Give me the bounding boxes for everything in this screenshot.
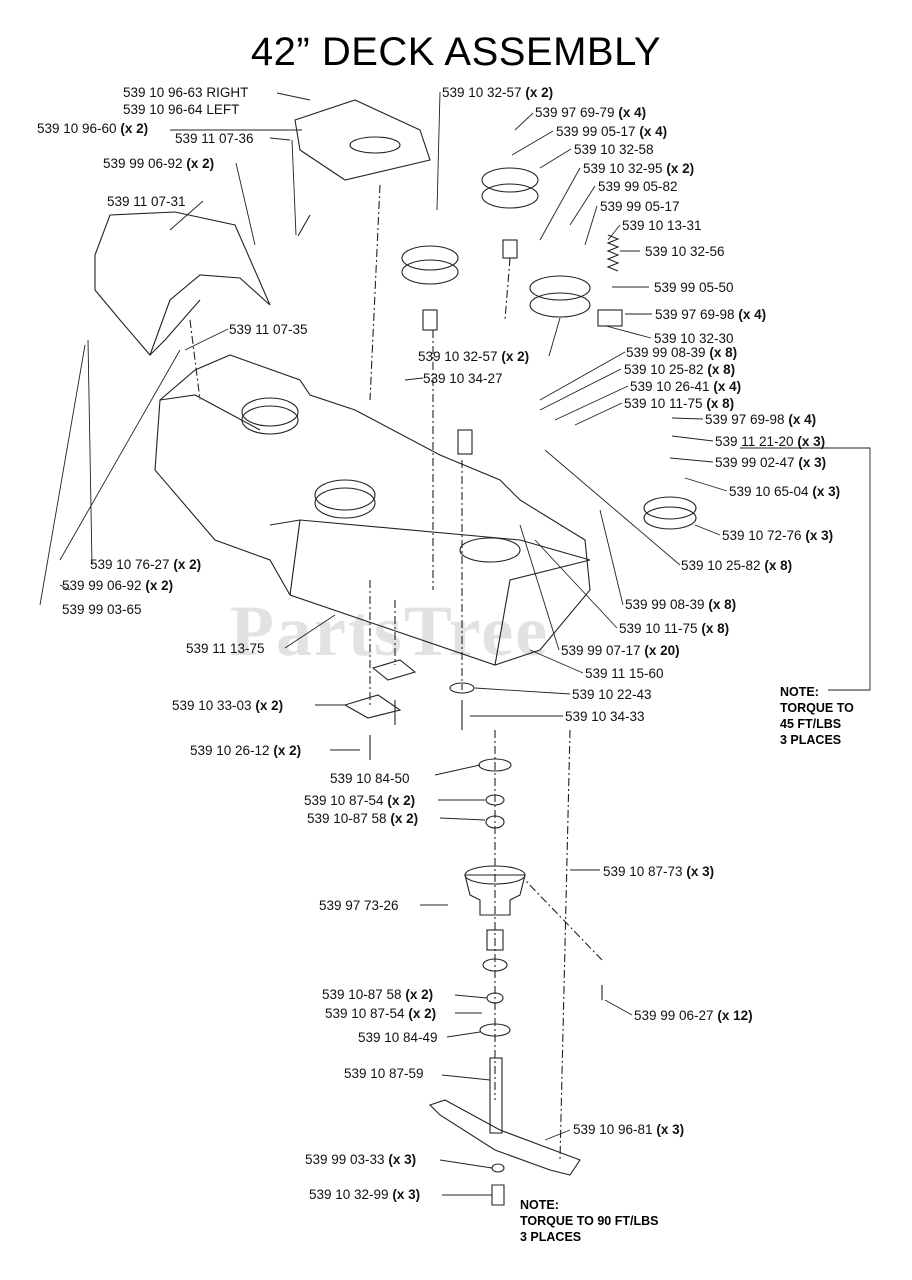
part-label: 539 10 34-33	[565, 709, 645, 724]
part-label: 539 10 26-41 (x 4)	[630, 379, 742, 394]
part-label: 539 10 32-57 (x 2)	[418, 349, 530, 364]
part-label: 539 11 15-60	[585, 666, 664, 681]
part-label: 539 11 07-35	[229, 322, 308, 337]
belt-cover	[294, 99, 431, 181]
part-label: 539 11 07-36	[175, 131, 254, 146]
idler-pulley-2	[481, 167, 539, 193]
part-label: 539 10 32-56	[645, 244, 725, 259]
part-label: 539 10 13-31	[622, 218, 702, 233]
part-label: 539 10 11-75 (x 8)	[624, 396, 735, 411]
part-label: 539 97 69-98 (x 4)	[655, 307, 767, 322]
part-label: 539 10 32-58	[574, 142, 654, 157]
part-label: 539 10 25-82 (x 8)	[624, 362, 736, 377]
part-label: 539 99 05-17 (x 4)	[556, 124, 668, 139]
deck-pulley-left	[241, 397, 299, 427]
spindle-housing	[464, 874, 526, 916]
part-label: 539 99 06-92 (x 2)	[62, 578, 174, 593]
part-label: 539 10 87-59	[344, 1066, 424, 1081]
part-label: 539 10 87-73 (x 3)	[603, 864, 715, 879]
part-label: 539 97 69-79 (x 4)	[535, 105, 647, 120]
idler-pulley-3	[529, 275, 591, 301]
part-label: 539 10 76-27 (x 2)	[90, 557, 202, 572]
part-label: 539 97 73-26	[319, 898, 399, 913]
deck-pulley-center	[314, 479, 376, 511]
watermark: PartsTree	[230, 591, 550, 671]
part-label: 539 99 03-65	[62, 602, 142, 617]
part-label: 539 10 11-75 (x 8)	[619, 621, 730, 636]
part-label: 539 10 84-49	[358, 1030, 438, 1045]
part-label: 539 11 21-20 (x 3)	[715, 434, 826, 449]
blade	[428, 1099, 581, 1176]
spring	[606, 234, 620, 272]
part-label: 539 10 96-64 LEFT	[123, 102, 240, 117]
part-label: 539 99 05-17	[600, 199, 680, 214]
spindle-shaft	[489, 1057, 503, 1134]
part-label: 539 99 03-33 (x 3)	[305, 1152, 417, 1167]
part-label: 539 11 13-75	[186, 641, 265, 656]
idler-pulley-1	[401, 245, 459, 271]
part-label: 539 97 69-98 (x 4)	[705, 412, 817, 427]
part-label: 539 99 08-39 (x 8)	[625, 597, 737, 612]
part-label: 539 10 32-30	[654, 331, 734, 346]
part-label: 539 99 06-27 (x 12)	[634, 1008, 753, 1023]
part-label: 539 99 08-39 (x 8)	[626, 345, 738, 360]
part-label: 539 10 72-76 (x 3)	[722, 528, 834, 543]
part-label: 539 10-87 58 (x 2)	[322, 987, 434, 1002]
part-label: 539 99 06-92 (x 2)	[103, 156, 215, 171]
part-label: 539 99 07-17 (x 20)	[561, 643, 680, 658]
part-label: 539 10 32-57 (x 2)	[442, 85, 554, 100]
discharge-chute	[94, 211, 271, 357]
part-label: 539 10 34-27	[423, 371, 503, 386]
part-label: 539 99 05-50	[654, 280, 734, 295]
part-label: 539 99 05-82	[598, 179, 678, 194]
part-label: 539 99 02-47 (x 3)	[715, 455, 827, 470]
part-label: 539 10 25-82 (x 8)	[681, 558, 793, 573]
part-label: 539 10 96-63 RIGHT	[123, 85, 249, 100]
part-label: 539 10-87 58 (x 2)	[307, 811, 419, 826]
part-label: 539 10 22-43	[572, 687, 652, 702]
part-label: 539 10 32-99 (x 3)	[309, 1187, 421, 1202]
shim-plate	[343, 694, 402, 719]
part-label: 539 10 87-54 (x 2)	[304, 793, 416, 808]
idler-pulley-right	[643, 496, 697, 520]
page-title: 42” DECK ASSEMBLY	[250, 30, 662, 74]
part-label: 539 10 32-95 (x 2)	[583, 161, 695, 176]
part-label: 539 10 84-50	[330, 771, 410, 786]
deck-shell	[154, 354, 591, 666]
torque-note-45: NOTE: TORQUE TO 45 FT/LBS 3 PLACES	[780, 685, 854, 747]
part-label: 539 10 65-04 (x 3)	[729, 484, 841, 499]
part-label: 539 10 96-81 (x 3)	[573, 1122, 685, 1137]
spindle-hole	[459, 537, 521, 563]
part-label: 539 10 87-54 (x 2)	[325, 1006, 437, 1021]
torque-note-90: NOTE: TORQUE TO 90 FT/LBS 3 PLACES	[520, 1198, 659, 1244]
part-label: 539 11 07-31	[107, 194, 186, 209]
part-label: 539 10 33-03 (x 2)	[172, 698, 284, 713]
part-label: 539 10 96-60 (x 2)	[37, 121, 149, 136]
part-label: 539 10 26-12 (x 2)	[190, 743, 302, 758]
